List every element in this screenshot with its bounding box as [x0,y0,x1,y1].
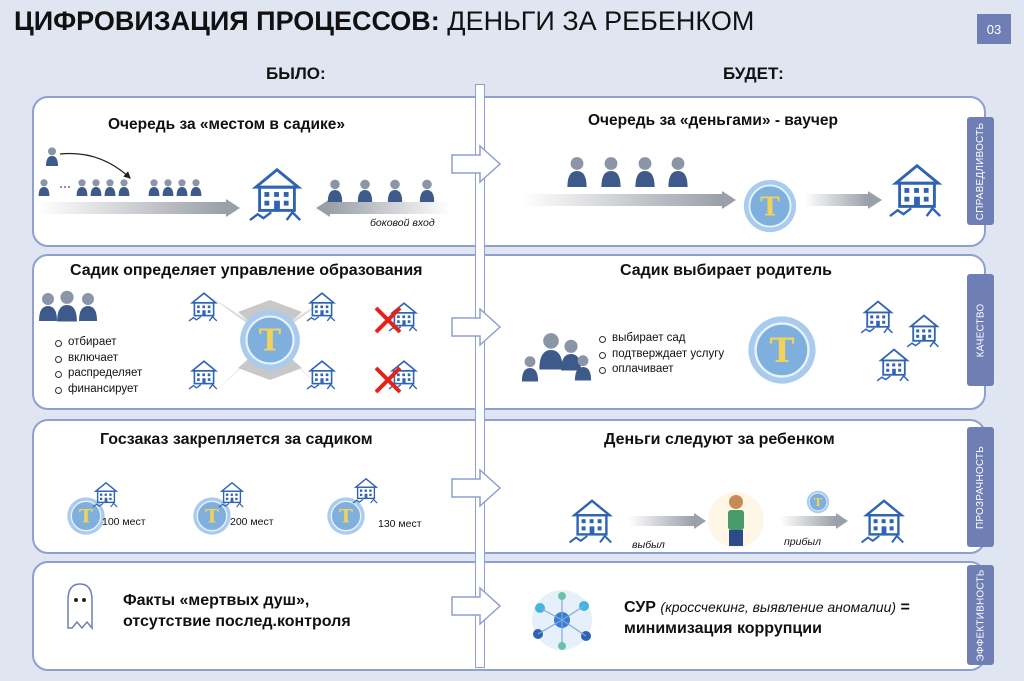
list-item: выбирает сад [598,331,724,347]
places-label: 100 мест [102,516,146,528]
choice-right-bullets: выбирает сад подтверждает услугу оплачив… [598,331,724,378]
center-divider [475,84,485,668]
list-item: отбирает [54,335,142,351]
side-label-fairness: СПРАВЕДЛИВОСТЬ [967,117,994,225]
funding-right-title: Деньги следуют за ребенком [604,431,835,448]
money-follows-child [568,490,905,548]
left-label: выбыл [632,539,665,551]
page-title: ЦИФРОВИЗАЦИЯ ПРОЦЕССОВ: ДЕНЬГИ ЗА РЕБЕНК… [14,6,755,36]
row-panel-choice [32,254,986,410]
list-item: включает [54,351,142,367]
queue-people-left [38,147,450,222]
list-item: финансирует [54,382,142,398]
row-panel-queue [32,96,986,247]
row-panel-control [32,561,986,671]
sur-text: СУР (кроссчекинг, выявление аномалии) = … [624,599,910,637]
funding-left-title: Госзаказ закрепляется за садиком [100,431,373,448]
choice-left-title: Садик определяет управление образования [70,262,423,279]
side-entrance-label: боковой вход [370,217,435,229]
choice-right-title: Садик выбирает родитель [620,262,833,279]
side-label-quality: КАЧЕСТВО [967,274,994,386]
list-item: оплачивает [598,362,724,378]
network-graphic [532,590,592,650]
transition-arrows [451,144,502,626]
family-group [521,300,940,385]
column-heading-before: БЫЛО: [266,64,326,83]
list-item: подтверждает услугу [598,347,724,363]
side-label-transparency: ПРОЗРАЧНОСТЬ [967,427,994,547]
page-number-badge: 03 [977,14,1011,44]
side-label-efficiency: ЭФФЕКТИВНОСТЬ [967,565,994,665]
row-panel-funding [32,419,986,554]
column-heading-after: БУДЕТ: [723,64,784,83]
places-label: 130 мест [378,518,422,530]
list-item: распределяет [54,366,142,382]
queue-right-title: Очередь за «деньгами» - ваучер [588,112,838,129]
places-label: 200 мест [230,516,274,528]
queue-people-right [522,157,942,234]
choice-left-bullets: отбирает включает распределяет финансиру… [54,335,142,397]
distribution-diagram [188,292,418,398]
queue-left-title: Очередь за «местом в садике» [108,116,346,133]
arrived-label: прибыл [784,536,822,548]
ghost-icon [67,583,93,631]
dead-souls-text: Факты «мертвых душ», отсутствие послед.к… [123,592,351,630]
officials-group [39,290,97,322]
